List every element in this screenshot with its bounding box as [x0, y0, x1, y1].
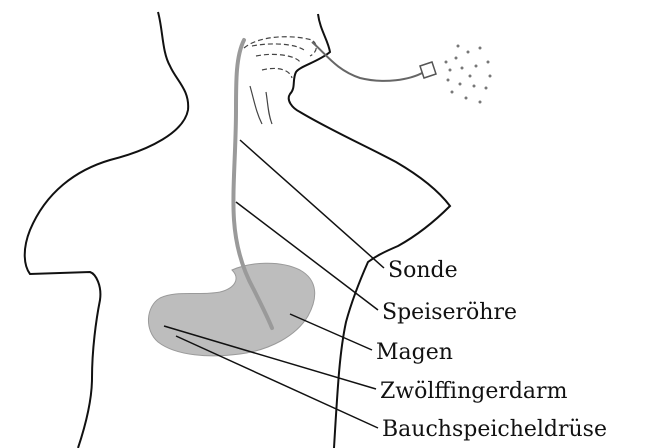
tube-end — [420, 62, 436, 78]
spray-dots — [445, 45, 492, 104]
leader-line-bauchspeicheldruese — [176, 336, 378, 428]
label-sonde: Sonde — [388, 258, 458, 284]
leader-line-sonde — [240, 140, 384, 268]
leader-line-magen — [290, 314, 372, 350]
label-bauchspeicheldruese: Bauchspeicheldrüse — [382, 417, 607, 443]
body-outline-left — [25, 12, 188, 448]
nasal-cavity — [244, 37, 316, 78]
label-speiseroehre: Speiseröhre — [382, 300, 517, 326]
throat-lines — [250, 86, 272, 124]
label-zwoelffingerdarm: Zwölffingerdarm — [380, 379, 567, 405]
stomach-shape — [148, 263, 314, 356]
label-magen: Magen — [376, 340, 453, 366]
